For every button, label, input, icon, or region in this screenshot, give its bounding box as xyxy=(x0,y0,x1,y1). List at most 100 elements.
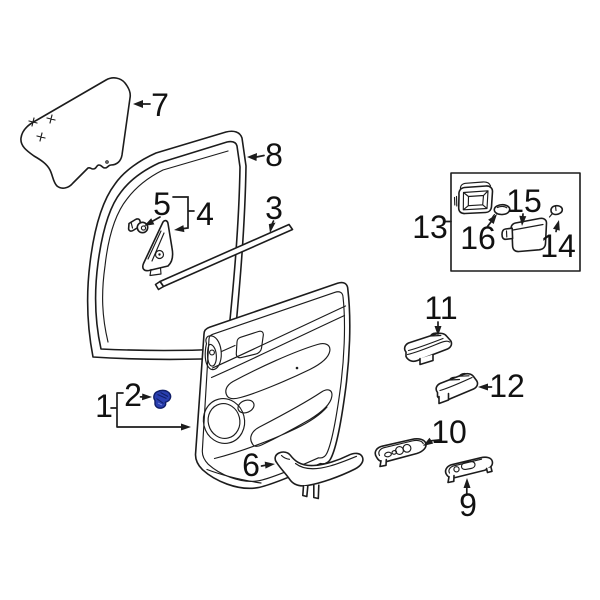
bezel10-foot xyxy=(379,458,388,468)
clip-hatching xyxy=(156,392,169,404)
bezel10-hole-mid xyxy=(391,450,398,455)
arrowhead xyxy=(247,153,257,161)
arrowhead xyxy=(268,222,276,233)
panel-clip-hole-dot xyxy=(295,366,299,370)
callout-label-6[interactable]: 6 xyxy=(242,447,260,483)
bracket-line xyxy=(110,392,182,428)
part-lamp-bezel[interactable] xyxy=(453,181,494,215)
callout-6: 6 xyxy=(242,447,275,483)
belt-molding-body xyxy=(159,223,294,288)
run-channel-lip-line xyxy=(102,150,229,343)
arrowhead xyxy=(488,214,497,224)
callout-label-12[interactable]: 12 xyxy=(489,368,525,404)
callout-1-2: 1 2 xyxy=(95,377,191,431)
callout-label-2[interactable]: 2 xyxy=(124,377,142,413)
callout-label-15[interactable]: 15 xyxy=(506,183,542,219)
part-switch-bezel-rear[interactable] xyxy=(444,456,494,484)
callout-label-4[interactable]: 4 xyxy=(196,196,214,232)
glass-outline xyxy=(20,77,132,189)
panel-speaker-outer xyxy=(202,398,246,444)
callout-label-1[interactable]: 1 xyxy=(95,388,113,424)
armrest-outline xyxy=(274,451,364,487)
part-door-trim-panel[interactable] xyxy=(194,281,351,490)
panel-handle-pivot xyxy=(209,349,215,356)
part-clip-14[interactable] xyxy=(548,204,564,218)
part-retainer-clip-highlighted[interactable] xyxy=(153,389,172,409)
callout-9: 9 xyxy=(459,478,477,523)
callout-14: 14 xyxy=(540,220,576,264)
bezel10-hole-round2 xyxy=(402,443,412,453)
arrowhead xyxy=(553,220,560,231)
callout-label-5[interactable]: 5 xyxy=(153,186,171,222)
callout-label-9[interactable]: 9 xyxy=(459,487,477,523)
screw-head-center xyxy=(140,225,147,231)
armrest-mount-legs xyxy=(302,484,320,500)
switch11-foot xyxy=(419,353,434,366)
lamp-plug-tab xyxy=(501,227,514,241)
callout-label-11[interactable]: 11 xyxy=(424,290,457,326)
callout-label-7[interactable]: 7 xyxy=(151,87,169,123)
corner-trim-outline xyxy=(142,219,174,272)
callout-16: 16 xyxy=(460,214,497,256)
panel-courtesy-lamp-hole xyxy=(237,399,255,414)
arrowhead xyxy=(423,437,434,446)
callout-8: 8 xyxy=(247,137,283,173)
bezel9-hole-round xyxy=(453,466,460,473)
leader-line xyxy=(150,216,161,223)
callout-label-16[interactable]: 16 xyxy=(460,220,496,256)
part-window-switch-master[interactable] xyxy=(435,372,479,405)
panel-armrest-ridge xyxy=(225,343,331,400)
arrowhead xyxy=(144,218,155,226)
clip14-detail xyxy=(548,205,557,218)
bezel10-rim xyxy=(378,439,424,457)
part-courtesy-lamp[interactable] xyxy=(501,217,548,253)
callout-label-13[interactable]: 13 xyxy=(412,209,448,245)
callout-label-8[interactable]: 8 xyxy=(265,137,283,173)
callout-10: 10 xyxy=(423,414,467,450)
bezel10-hole-small xyxy=(384,451,392,458)
arrowhead xyxy=(174,225,185,233)
part-switch-bezel-front[interactable] xyxy=(374,438,427,468)
arrowhead xyxy=(519,215,527,226)
panel-inner-edge xyxy=(201,291,346,482)
bezel9-hole-oblong xyxy=(460,461,476,470)
arrowhead xyxy=(133,100,143,108)
bezel9-outline xyxy=(444,456,494,479)
lamp-body xyxy=(510,217,548,253)
bezel9-tab-right xyxy=(485,466,493,474)
switch12-detail xyxy=(439,375,473,392)
switch12-foot xyxy=(438,392,450,405)
glass-surface-marks xyxy=(28,114,56,142)
panel-sill-band xyxy=(210,305,347,379)
leader-line xyxy=(430,439,440,442)
callout-label-14[interactable]: 14 xyxy=(540,228,576,264)
part-window-switch-single[interactable] xyxy=(403,332,453,366)
callout-3: 3 xyxy=(265,190,283,233)
callout-label-10[interactable]: 10 xyxy=(431,414,467,450)
bracket-line xyxy=(172,196,195,230)
arrowhead xyxy=(478,383,488,391)
part-door-glass[interactable] xyxy=(20,77,132,189)
panel-lower-contour xyxy=(206,389,333,484)
part-belt-molding[interactable] xyxy=(154,223,294,291)
callout-12: 12 xyxy=(478,368,525,404)
lamp-body-edge xyxy=(505,223,544,238)
callout-label-3[interactable]: 3 xyxy=(265,190,283,226)
arrowhead xyxy=(142,393,152,401)
clip14-body xyxy=(550,204,564,216)
part-armrest-pull-handle[interactable] xyxy=(274,451,364,500)
callout-13: 13 xyxy=(412,209,452,245)
part-corner-trim[interactable] xyxy=(142,219,174,277)
bezel10-outline xyxy=(374,438,427,463)
leader-line xyxy=(486,221,492,228)
armrest-detail xyxy=(280,454,358,470)
screw-shank-line xyxy=(130,221,134,229)
callout-7: 7 xyxy=(133,87,169,123)
lamp-bezel-opening xyxy=(462,190,489,211)
switch11-detail xyxy=(406,334,451,356)
panel-handle-cup xyxy=(204,335,236,371)
callout-15: 15 xyxy=(506,183,542,226)
leader-line xyxy=(255,154,265,158)
